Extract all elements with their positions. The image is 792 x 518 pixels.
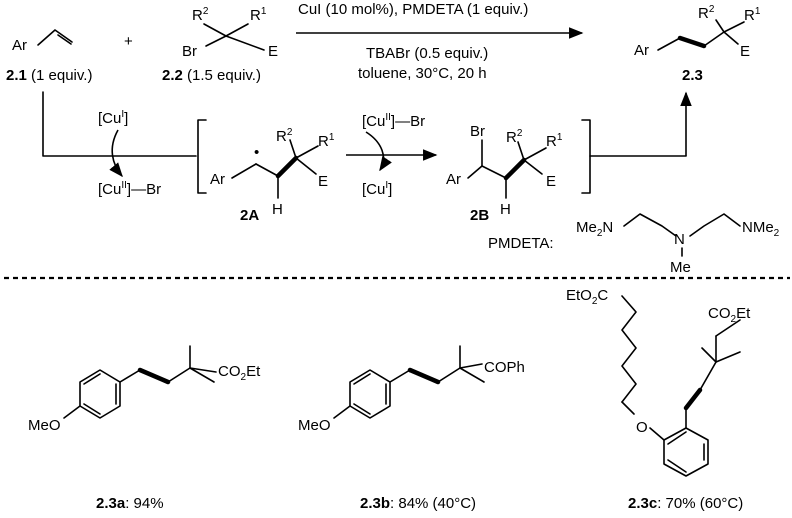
reagent-2-amount: (1.5 equiv.) xyxy=(183,67,261,84)
cu-i-regenerated: [CuI] xyxy=(362,180,392,198)
conditions-line-2: TBABr (0.5 equiv.) xyxy=(366,45,488,62)
radical-dot: • xyxy=(254,144,259,161)
plus-sign: + xyxy=(124,33,133,50)
methoxy-group: MeO xyxy=(298,417,331,434)
reagent-2-caption: 2.2 (1.5 equiv.) xyxy=(162,67,261,84)
curved-arrow-br-transfer xyxy=(365,131,392,172)
ester-group: CO2Et xyxy=(218,363,261,383)
atom-ar: Ar xyxy=(12,37,27,54)
atom-e: E xyxy=(318,173,328,190)
intermediate-2b-label: 2B xyxy=(470,207,489,224)
r2-substituent: R2 xyxy=(506,128,523,146)
curved-arrow-oxidation xyxy=(109,129,123,178)
reagent-2-label: 2.2 xyxy=(162,67,183,84)
atom-e: E xyxy=(740,43,750,60)
ester-group: CO2Et xyxy=(708,305,751,325)
conditions-line-1: CuI (10 mol%), PMDETA (1 equiv.) xyxy=(298,1,528,18)
atom-e: E xyxy=(546,173,556,190)
r2-substituent: R2 xyxy=(276,127,293,145)
methoxy-group: MeO xyxy=(28,417,61,434)
r1-substituent: R1 xyxy=(318,132,335,150)
mechanism: [CuI] [CuII]—Br Ar • R2 R1 E H 2A [CuII]… xyxy=(42,91,692,224)
ether-oxygen: O xyxy=(636,419,648,436)
product-2-3c-caption: 2.3c: 70% (60°C) xyxy=(628,495,743,512)
r2-substituent: R2 xyxy=(192,6,209,24)
intermediate-2a-label: 2A xyxy=(240,207,259,224)
n-methyl: Me xyxy=(670,259,691,276)
product-2-3b: COPh MeO 2.3b: 84% (40°C) xyxy=(298,345,525,512)
ethyl-ester-chain: EtO2C xyxy=(566,287,608,307)
atom-ar: Ar xyxy=(210,171,225,188)
atom-br: Br xyxy=(470,123,485,140)
reagent-1-caption: 2.1 (1 equiv.) xyxy=(6,67,92,84)
atom-ar: Ar xyxy=(634,42,649,59)
cu-ii-br-reagent: [CuII]—Br xyxy=(362,112,425,130)
benzoyl-group: COPh xyxy=(484,359,525,376)
product-label: 2.3 xyxy=(682,67,703,84)
atom-e: E xyxy=(268,43,278,60)
product-2-3b-caption: 2.3b: 84% (40°C) xyxy=(360,495,476,512)
styrene-structure: Ar 2.1 (1 equiv.) xyxy=(6,29,92,84)
central-n: N xyxy=(674,231,685,248)
product-2-3c: EtO2C O CO2Et 2.3c: 70% (60°C) xyxy=(566,287,751,512)
r1-substituent: R1 xyxy=(744,6,761,24)
cu-i-label: [CuI] xyxy=(98,109,128,127)
r2-substituent: R2 xyxy=(698,4,715,22)
atom-br: Br xyxy=(182,43,197,60)
reagent-1-amount: (1 equiv.) xyxy=(27,67,93,84)
r1-substituent: R1 xyxy=(546,132,563,150)
reagent-1-label: 2.1 xyxy=(6,67,27,84)
r1-substituent: R1 xyxy=(250,6,267,24)
atom-h: H xyxy=(500,201,511,218)
pmdeta-structure: Me2N N NMe2 Me PMDETA: xyxy=(488,213,780,276)
product-2-3a-caption: 2.3a: 94% xyxy=(96,495,164,512)
atom-h: H xyxy=(272,201,283,218)
cu-ii-br-label: [CuII]—Br xyxy=(98,180,161,198)
product-structure: Ar R2 R1 E 2.3 xyxy=(634,4,761,84)
atom-ar: Ar xyxy=(446,171,461,188)
product-2-3a: CO2Et MeO 2.3a: 94% xyxy=(28,345,261,512)
nme2-left: Me2N xyxy=(576,219,613,239)
nme2-right: NMe2 xyxy=(742,219,780,239)
alkyl-bromide-structure: R2 R1 Br E 2.2 (1.5 equiv.) xyxy=(162,6,278,84)
conditions-line-3: toluene, 30°C, 20 h xyxy=(358,65,487,82)
pmdeta-label: PMDETA: xyxy=(488,235,554,252)
